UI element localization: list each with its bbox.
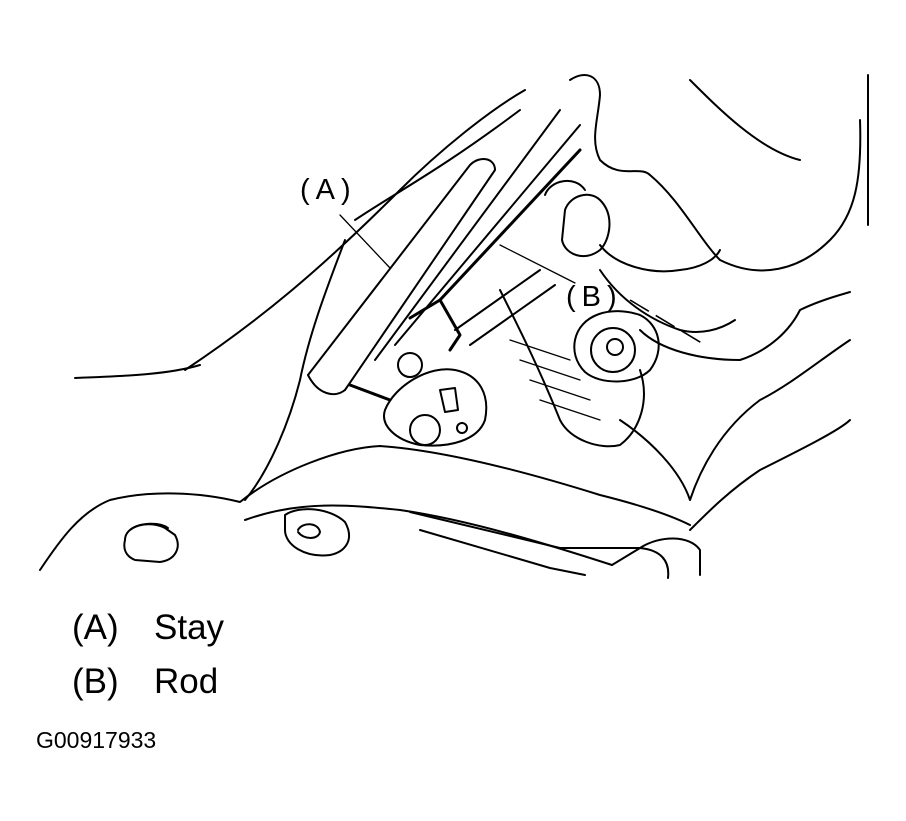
left-bolt-head xyxy=(129,522,169,531)
legend-label-stay: Stay xyxy=(154,608,225,647)
frame-right xyxy=(639,291,851,361)
mount-boss xyxy=(284,508,350,557)
hand-finger-2 xyxy=(599,244,721,273)
rod-end-bolt-small xyxy=(456,422,468,434)
hand-finger-1 xyxy=(544,180,586,196)
frame-right-corner xyxy=(611,537,701,576)
rod-dash-line xyxy=(629,299,706,346)
frame-right-lower xyxy=(619,339,851,501)
hand-knuckle xyxy=(599,269,736,333)
stay-outer-edge xyxy=(307,158,496,391)
callout-b-label: (B) xyxy=(566,281,623,313)
mechanical-line-drawing xyxy=(39,74,869,579)
hand-outline xyxy=(569,74,862,272)
left-bolt xyxy=(123,523,179,563)
stay-hardware-line xyxy=(348,148,582,402)
figure-id: G00917933 xyxy=(36,727,157,753)
legend-label-rod: Rod xyxy=(154,662,219,701)
legend-row-rod: (B) Rod xyxy=(72,664,218,699)
rod-bushing-outer xyxy=(590,327,636,373)
rod-end-slot xyxy=(439,387,459,413)
rod-end-hole xyxy=(409,414,441,446)
legend-code-a: (A) xyxy=(72,608,119,647)
frame-left-column xyxy=(244,239,346,501)
legend-row-stay: (A) Stay xyxy=(72,610,224,645)
stay-rail xyxy=(374,109,581,361)
hand-wrist xyxy=(689,79,801,161)
lower-body-panel xyxy=(39,445,691,571)
frame-right-bottom xyxy=(689,419,851,531)
legend-code-b: (B) xyxy=(72,662,119,701)
frame-left-upper xyxy=(184,89,526,371)
stay-bracket xyxy=(408,298,462,352)
stay-inner-edge xyxy=(307,374,346,396)
frame-left-lower xyxy=(74,364,201,379)
rod-bushing-inner xyxy=(606,338,624,356)
mount-hole xyxy=(297,523,321,539)
rod-end-pin xyxy=(397,352,423,378)
rod-shaft xyxy=(454,269,556,346)
rod-cylinder-ribs xyxy=(509,339,601,421)
rod-end-eye xyxy=(383,368,488,447)
hand-thumb xyxy=(561,193,611,258)
rod-bushing xyxy=(573,310,660,383)
rod-cylinder xyxy=(499,289,645,448)
lower-rail-inner xyxy=(419,529,586,576)
callout-a-label: (A) xyxy=(300,174,357,206)
lower-rail xyxy=(409,511,670,579)
callout-a-leader xyxy=(339,214,391,269)
frame-upper-arm xyxy=(354,109,521,221)
callout-b-leader xyxy=(499,244,576,284)
